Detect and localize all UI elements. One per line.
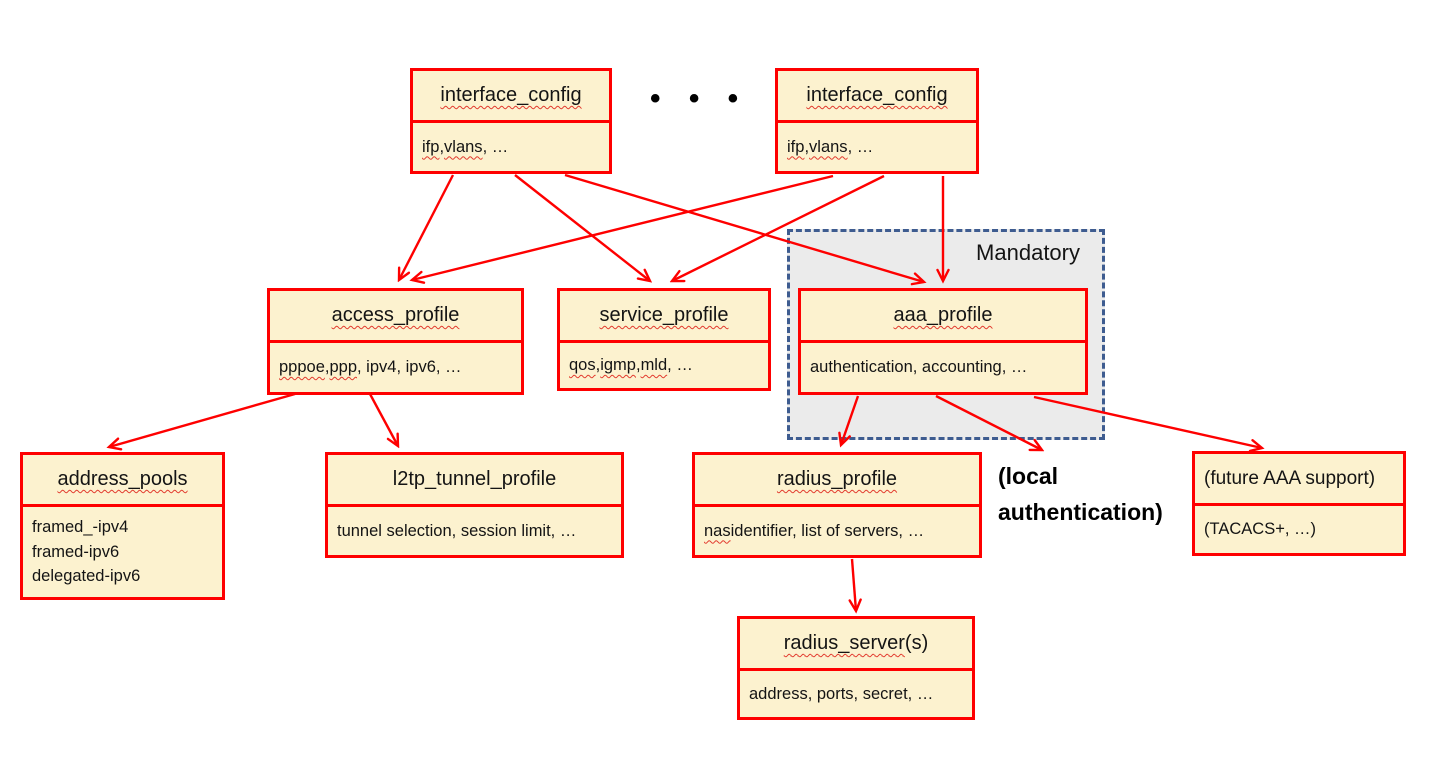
node-access-profile: access_profile pppoe, ppp, ipv4, ipv6, … xyxy=(267,288,524,395)
node-future-aaa-support-title: (future AAA support) xyxy=(1195,454,1403,506)
arrow-radius-profile-to-radius-server xyxy=(852,558,856,611)
node-interface-config-right-title: interface_config xyxy=(778,71,976,123)
node-service-profile: service_profile qos, igmp, mld, … xyxy=(557,288,771,391)
arrow-access-to-l2tp-tunnel-profile xyxy=(368,393,398,446)
node-l2tp-tunnel-profile: l2tp_tunnel_profile tunnel selection, se… xyxy=(325,452,624,558)
node-radius-profile: radius_profile nas identifier, list of s… xyxy=(692,452,982,558)
ellipsis-dots: • • • xyxy=(650,82,749,115)
arrow-ifconfig-left-to-service-profile xyxy=(514,174,650,281)
node-radius-profile-body: nas identifier, list of servers, … xyxy=(704,521,925,540)
node-radius-server: radius_server(s) address, ports, secret,… xyxy=(737,616,975,720)
node-address-pools-body: framed_-ipv4 framed-ipv6 delegated-ipv6 xyxy=(32,517,141,586)
node-future-aaa-support-body: (TACACS+, …) xyxy=(1204,520,1316,539)
node-radius-server-body: address, ports, secret, … xyxy=(749,684,934,703)
node-future-aaa-support: (future AAA support) (TACACS+, …) xyxy=(1192,451,1406,556)
node-address-pools: address_pools framed_-ipv4 framed-ipv6 d… xyxy=(20,452,225,600)
node-interface-config-left: interface_config ifp, vlans, … xyxy=(410,68,612,174)
node-service-profile-body: qos, igmp, mld, … xyxy=(569,356,693,375)
local-authentication-note: (local authentication) xyxy=(998,463,1163,526)
node-l2tp-tunnel-profile-body: tunnel selection, session limit, … xyxy=(337,521,577,540)
arrow-ifconfig-left-to-access-profile xyxy=(399,174,455,280)
node-radius-server-title: radius_server(s) xyxy=(740,619,972,671)
node-service-profile-title: service_profile xyxy=(560,291,768,343)
mandatory-label: Mandatory xyxy=(976,240,1080,265)
node-interface-config-right: interface_config ifp, vlans, … xyxy=(775,68,979,174)
node-aaa-profile-title: aaa_profile xyxy=(801,291,1085,343)
node-access-profile-title: access_profile xyxy=(270,291,521,343)
node-interface-config-left-title: interface_config xyxy=(413,71,609,123)
node-l2tp-tunnel-profile-title: l2tp_tunnel_profile xyxy=(328,455,621,507)
node-access-profile-body: pppoe, ppp, ipv4, ipv6, … xyxy=(279,358,462,377)
node-aaa-profile: aaa_profile authentication, accounting, … xyxy=(798,288,1088,395)
node-address-pools-title: address_pools xyxy=(23,455,222,507)
node-radius-profile-title: radius_profile xyxy=(695,455,979,507)
node-interface-config-right-body: ifp, vlans, … xyxy=(787,137,874,156)
node-interface-config-left-body: ifp, vlans, … xyxy=(422,137,509,156)
arrow-access-to-address-pools xyxy=(109,392,296,447)
node-aaa-profile-body: authentication, accounting, … xyxy=(810,358,1028,377)
arrow-ifconfig-right-to-access-profile xyxy=(412,174,834,280)
